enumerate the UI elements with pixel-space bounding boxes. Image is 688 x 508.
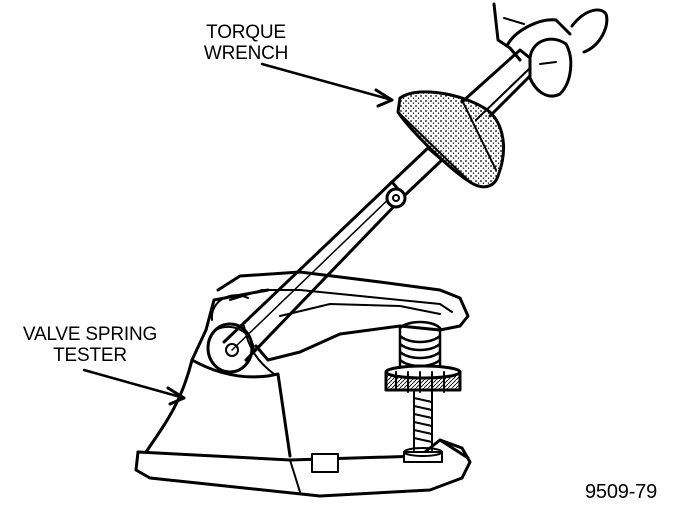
hand-holding-wrench: [492, 2, 609, 98]
tester-arm: [210, 270, 470, 362]
valve-spring-tester-label-line2: TESTER: [53, 345, 127, 366]
valve-spring-tester-leader-arrow: [82, 368, 186, 406]
adjusting-knob: [384, 364, 462, 393]
torque-wrench-leader-arrow: [260, 62, 394, 108]
torque-wrench-lever: [222, 146, 444, 362]
torque-wrench-label-line2: WRENCH: [203, 43, 289, 64]
figure-code: 9509-79: [585, 481, 657, 503]
wrench-pivot-pin: [385, 187, 407, 209]
threaded-screw: [403, 391, 443, 463]
tester-pivot-hub: [206, 322, 255, 374]
torque-wrench-label-line1: TORQUE: [206, 22, 286, 43]
torque-wrench-dial: [396, 90, 505, 189]
tester-base-plate: [134, 438, 472, 498]
base-label-plate: [311, 453, 339, 473]
torque-wrench-label: TORQUE WRENCH: [198, 22, 294, 64]
valve-spring-tester-label-line1: VALVE SPRING: [22, 324, 158, 345]
valve-spring-tester-label: VALVE SPRING TESTER: [6, 324, 174, 366]
